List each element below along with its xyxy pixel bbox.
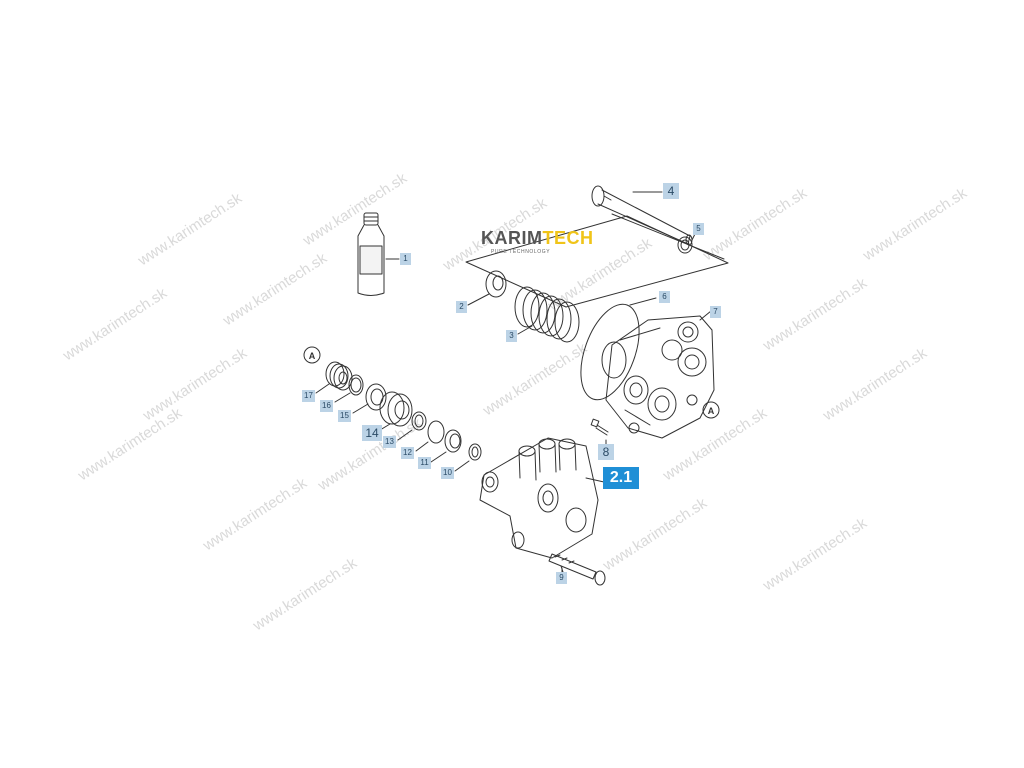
logo-word-karim: KARIM: [481, 228, 543, 248]
callout-7: 7: [710, 306, 721, 318]
spring-seat: [467, 270, 507, 306]
callout-5: 5: [693, 223, 704, 235]
callout-13: 13: [383, 436, 396, 448]
callout-17: 17: [302, 390, 315, 402]
ref-letter-right: A: [708, 406, 715, 416]
ref-circle-left: [303, 346, 321, 364]
ref-letter-left: A: [309, 351, 316, 361]
callout-1: 1: [400, 253, 411, 265]
housing-o-ring: [580, 297, 657, 401]
callout-14: 14: [362, 425, 382, 441]
oil-bottle: [357, 212, 400, 296]
callout-2-1: 2.1: [603, 467, 639, 489]
callout-15: 15: [338, 410, 351, 422]
cylinder-head: [479, 437, 605, 559]
callout-12: 12: [401, 447, 414, 459]
ref-circle-right: [702, 401, 720, 419]
callout-10: 10: [441, 467, 454, 479]
callout-11: 11: [418, 457, 431, 469]
brand-logo: KARIMTECH PURE TECHNOLOGY: [481, 228, 594, 255]
spring: [514, 286, 580, 343]
piston-seal: [677, 231, 697, 254]
callout-4: 4: [663, 183, 679, 199]
callout-3: 3: [506, 330, 517, 342]
short-bolt: [590, 418, 609, 436]
callout-16: 16: [320, 400, 333, 412]
logo-tagline: PURE TECHNOLOGY: [491, 249, 551, 255]
callout-2: 2: [456, 301, 467, 313]
seal-kit: [315, 361, 482, 472]
pump-housing: [601, 310, 715, 439]
callout-6: 6: [659, 291, 670, 303]
assembly-frame: [465, 213, 729, 308]
callout-9: 9: [556, 572, 567, 584]
logo-word-tech: TECH: [542, 228, 594, 248]
callout-8: 8: [598, 444, 614, 460]
